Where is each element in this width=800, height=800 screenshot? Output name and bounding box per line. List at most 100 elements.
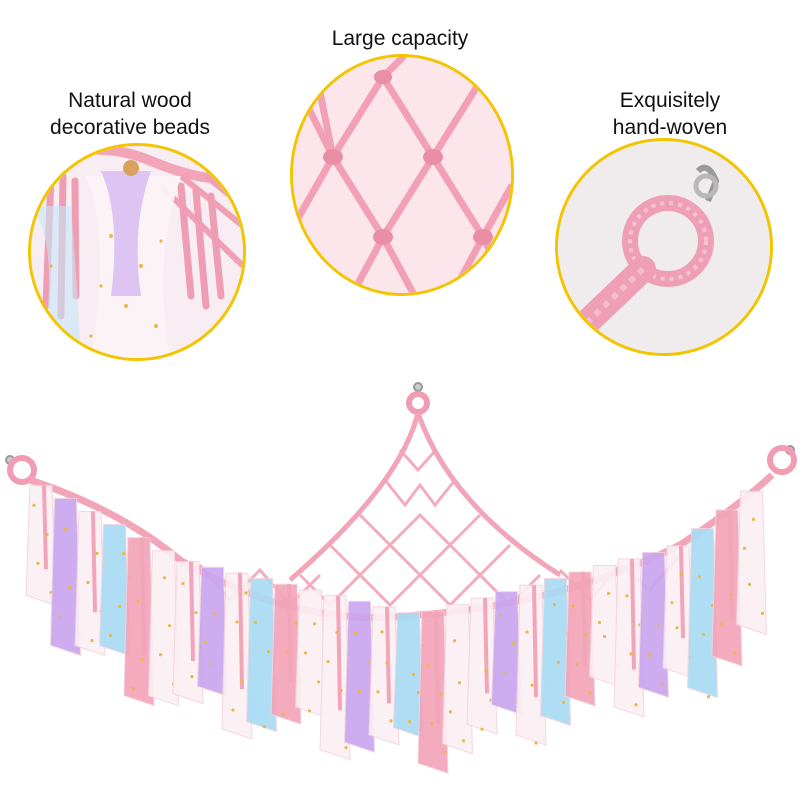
tassel-strip	[735, 490, 768, 636]
sequin	[742, 546, 747, 550]
sequin	[266, 650, 271, 654]
sequin	[747, 582, 752, 586]
sequin	[231, 708, 235, 712]
sequin	[90, 638, 94, 643]
tassel-rope	[140, 537, 146, 656]
sequin	[606, 591, 611, 596]
sequin	[262, 725, 267, 729]
sequin	[584, 633, 588, 637]
sequin	[511, 642, 516, 646]
sequin	[461, 739, 466, 743]
sequin	[162, 576, 167, 580]
tassel-rope	[581, 571, 587, 666]
sequin	[385, 661, 389, 665]
sequin	[411, 672, 416, 677]
tassel-rope	[189, 561, 195, 662]
sequin	[158, 653, 163, 657]
sequin	[575, 662, 579, 666]
sequin	[602, 634, 607, 639]
sequin	[534, 741, 538, 745]
sequin	[502, 671, 507, 675]
sequin	[167, 624, 172, 628]
sequin	[525, 630, 529, 634]
sequin	[760, 611, 765, 615]
label-woven-line-1: Exquisitely	[619, 89, 721, 112]
sequin	[679, 572, 683, 576]
sequin	[697, 575, 702, 579]
sequin	[675, 626, 679, 630]
tassel-rope	[238, 572, 244, 690]
sequin	[203, 640, 208, 644]
tassel-rope	[434, 611, 440, 725]
tassel-strip	[637, 551, 670, 699]
ring-closeup-image	[558, 141, 770, 353]
label-large-capacity: Large capacity	[331, 27, 469, 50]
sequin	[326, 659, 330, 664]
sequin	[625, 594, 629, 598]
tassel-strip	[343, 600, 376, 753]
sequin	[561, 700, 566, 705]
tassel-strip	[686, 528, 719, 699]
label-natural-wood-beads: Natural wood decorative beads	[20, 87, 240, 141]
sequin	[647, 653, 652, 657]
sequin	[353, 631, 358, 635]
tassel-strip	[245, 578, 278, 733]
sequin	[140, 658, 144, 662]
sequin	[131, 687, 135, 691]
tassel-rope	[630, 558, 636, 670]
closeup-net-circle	[290, 54, 514, 296]
tassel-rope	[91, 511, 97, 613]
sequin	[706, 695, 711, 699]
sequin	[45, 532, 49, 536]
hammock-product-image	[0, 375, 800, 800]
sequin	[335, 630, 339, 635]
sequin	[181, 582, 185, 586]
sequin	[344, 745, 348, 750]
sequin	[366, 660, 371, 664]
sequin	[67, 585, 72, 589]
sequin	[58, 614, 63, 618]
sequin	[443, 750, 447, 754]
tassel-strip	[98, 524, 131, 657]
label-woven-line-2: hand-woven	[612, 116, 728, 139]
sequin	[32, 503, 36, 507]
sequin	[294, 621, 298, 625]
tassel-fringe	[25, 484, 768, 774]
tassel-rope	[483, 598, 489, 694]
closeup-tassels-circle	[28, 143, 246, 361]
sequin	[376, 690, 380, 694]
sequin	[307, 709, 312, 713]
sequin	[285, 650, 289, 654]
sequin	[498, 613, 503, 617]
sequin	[571, 604, 575, 608]
sequin	[190, 675, 194, 679]
tassel-strip	[147, 550, 180, 707]
tassel-rope	[385, 606, 391, 704]
sequin	[86, 580, 90, 585]
sequin	[629, 652, 633, 656]
sequin	[457, 681, 462, 685]
sequin	[660, 682, 665, 686]
sequin	[530, 683, 534, 687]
sequin	[316, 680, 321, 684]
sequin	[552, 602, 557, 607]
tassel-strip	[49, 497, 82, 657]
tassel-strip	[539, 578, 572, 727]
sequin	[312, 622, 317, 626]
sequin	[208, 662, 213, 666]
sequin	[389, 719, 393, 723]
sequin	[588, 691, 592, 695]
sequin	[117, 604, 122, 609]
sequin	[656, 624, 661, 628]
sequin	[597, 620, 602, 625]
sequin	[240, 679, 244, 683]
sequin	[448, 710, 453, 714]
closeup-ring-circle	[555, 138, 773, 356]
sequin	[426, 663, 430, 667]
label-hand-woven: Exquisitely hand-woven	[560, 87, 780, 141]
sequin	[244, 591, 248, 595]
tassel-rope	[728, 509, 734, 620]
sequin	[357, 689, 362, 693]
sequin	[416, 690, 421, 695]
sequin	[121, 551, 126, 556]
